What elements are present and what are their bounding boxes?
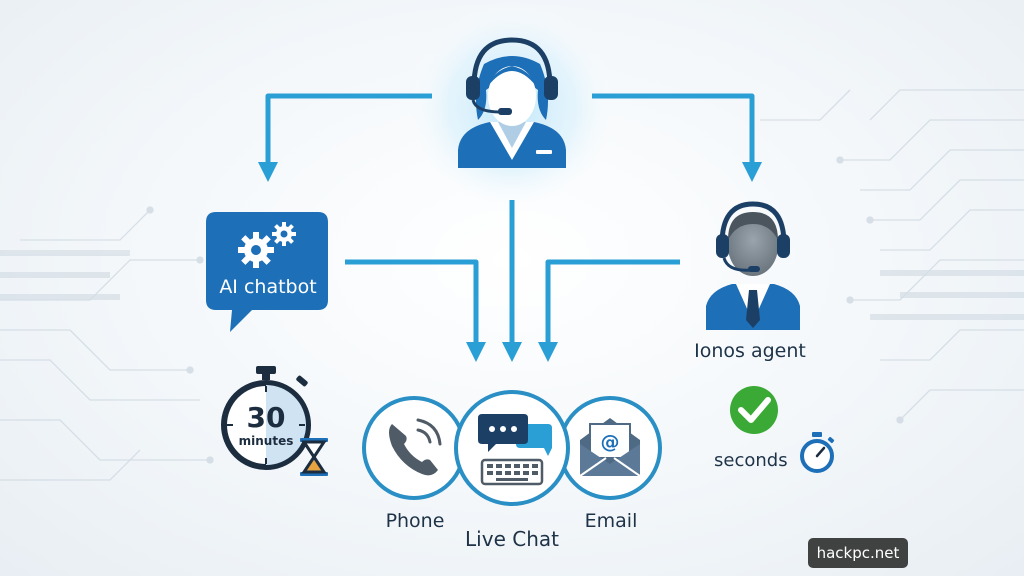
ionos-agent-label: Ionos agent — [694, 340, 806, 362]
connector-arrows — [258, 93, 762, 362]
email-envelope-icon: @ — [579, 418, 641, 477]
arrow-chatbot-to-channels — [345, 259, 486, 362]
channel-live-chat — [454, 390, 570, 506]
stopwatch-30-icon — [221, 366, 311, 470]
watermark: hackpc.net — [808, 538, 908, 568]
ai-chatbot-label: AI chatbot — [219, 276, 317, 298]
chatbot-time-unit: minutes — [238, 434, 294, 448]
email-label: Email — [584, 510, 638, 532]
gears-icon — [238, 222, 296, 268]
channel-phone — [362, 396, 466, 500]
chatbot-time-value: 30 — [246, 401, 286, 434]
keyboard-icon — [480, 458, 544, 486]
chat-bubbles-icon — [478, 414, 552, 456]
live-chat-label: Live Chat — [465, 527, 559, 551]
small-stopwatch-icon — [800, 432, 835, 473]
ai-chatbot-bubble — [206, 212, 328, 332]
hourglass-icon — [300, 438, 328, 476]
background-data-strip — [0, 250, 1024, 320]
arrow-agent-to-chatbot — [258, 93, 432, 182]
agent-time-label: seconds — [714, 450, 788, 471]
support-agent-icon — [458, 37, 566, 168]
phone-label: Phone — [385, 510, 445, 532]
channel-email: @ — [558, 396, 662, 500]
arrow-agent-to-ionos-agent — [592, 93, 762, 182]
ionos-agent-icon — [706, 201, 800, 330]
svg-text:@: @ — [601, 431, 620, 453]
circuit-background — [0, 89, 1024, 481]
checkmark-icon — [730, 386, 778, 434]
arrow-ionos-agent-to-channels — [538, 259, 680, 362]
phone-icon — [389, 418, 442, 476]
